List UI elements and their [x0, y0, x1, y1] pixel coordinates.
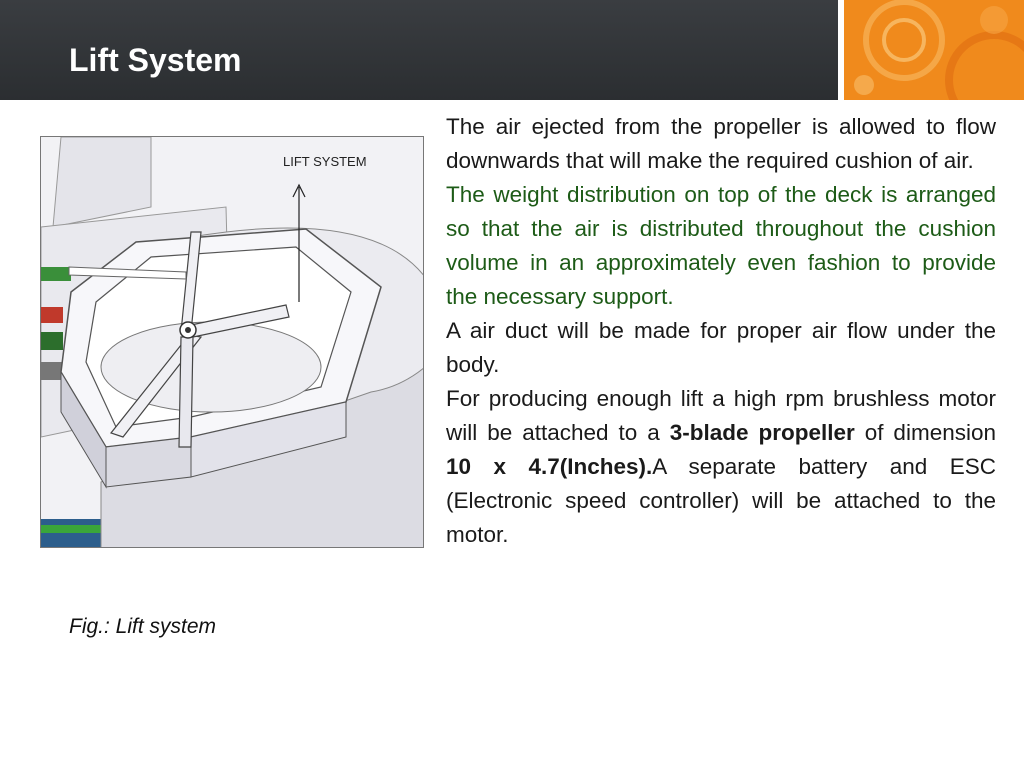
header-accent-image [838, 0, 1024, 100]
p4-dimension: 10 x 4.7(Inches). [446, 454, 653, 479]
paragraph-4: For producing enough lift a high rpm bru… [446, 382, 996, 552]
paragraph-2: The weight distribution on top of the de… [446, 182, 996, 309]
lift-system-figure [40, 136, 424, 548]
paragraph-3: A air duct will be made for proper air f… [446, 318, 996, 377]
figure-label: LIFT SYSTEM [283, 154, 367, 169]
p4-propeller: 3-blade propeller [669, 420, 855, 445]
body-text: The air ejected from the propeller is al… [446, 110, 996, 552]
paragraph-1: The air ejected from the propeller is al… [446, 114, 996, 173]
p4-text-c: of dimension [854, 420, 996, 445]
p4-text-a: For producing enough lift a high rpm bru… [446, 386, 996, 445]
figure-caption: Fig.: Lift system [69, 615, 217, 638]
p4-text-e: A separate battery and ESC (Electronic s… [446, 454, 996, 547]
slide-title: Lift System [69, 42, 242, 78]
